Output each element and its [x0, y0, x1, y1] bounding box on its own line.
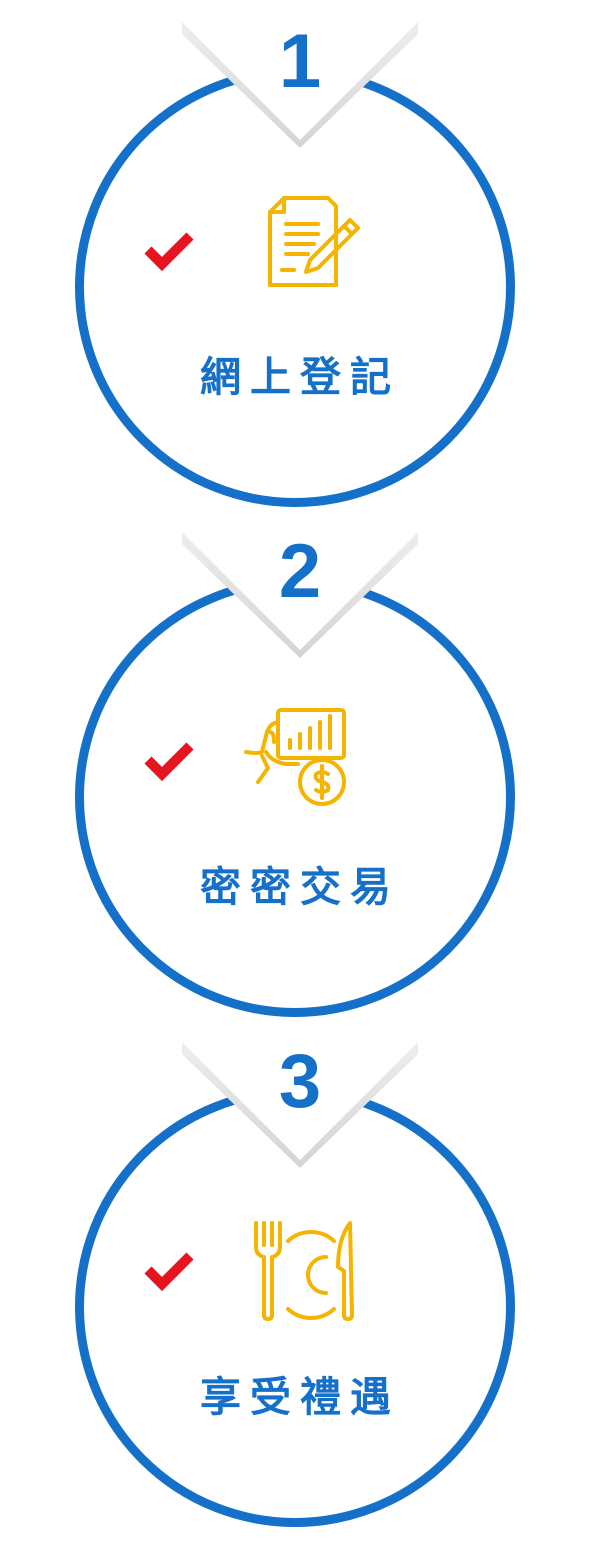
checkmark-icon [144, 232, 194, 272]
notch-chevron [182, 510, 418, 658]
step-number: 3 [278, 1039, 322, 1124]
document-pencil-icon [268, 196, 360, 287]
step-label: 密密交易 [200, 863, 400, 911]
checkmark-icon [144, 742, 194, 782]
step-2: 2 密密交易 [0, 510, 600, 1020]
step-number: 1 [278, 19, 322, 104]
hand-chart-coin-icon [244, 708, 346, 806]
fork-plate-knife-icon [254, 1221, 354, 1321]
step-number: 2 [278, 529, 322, 614]
checkmark-icon [144, 1252, 194, 1292]
step-label: 網上登記 [200, 353, 400, 401]
notch-chevron [182, 0, 418, 148]
step-1: 1 網上登記 [0, 0, 600, 510]
step-3: 3 享受禮遇 [0, 1020, 600, 1530]
step-label: 享受禮遇 [200, 1373, 400, 1421]
notch-chevron [182, 1020, 418, 1168]
